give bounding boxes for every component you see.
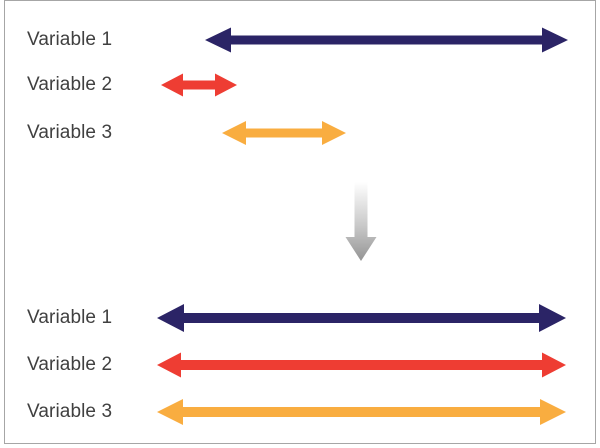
arrow-before-variable-2 <box>161 73 237 97</box>
label-after-variable-2: Variable 2 <box>27 354 113 375</box>
label-before-variable-1: Variable 1 <box>27 29 113 50</box>
label-before-variable-3: Variable 3 <box>27 122 113 143</box>
arrow-after-variable-2 <box>157 352 566 378</box>
arrow-after-variable-3 <box>157 399 566 425</box>
arrow-before-variable-1 <box>205 27 568 53</box>
arrow-after-variable-1 <box>157 304 566 332</box>
down-arrow-icon <box>345 182 377 261</box>
label-after-variable-3: Variable 3 <box>27 401 113 422</box>
arrow-before-variable-3 <box>222 121 346 145</box>
label-before-variable-2: Variable 2 <box>27 74 113 95</box>
figure-border <box>4 0 596 444</box>
label-after-variable-1: Variable 1 <box>27 307 113 328</box>
